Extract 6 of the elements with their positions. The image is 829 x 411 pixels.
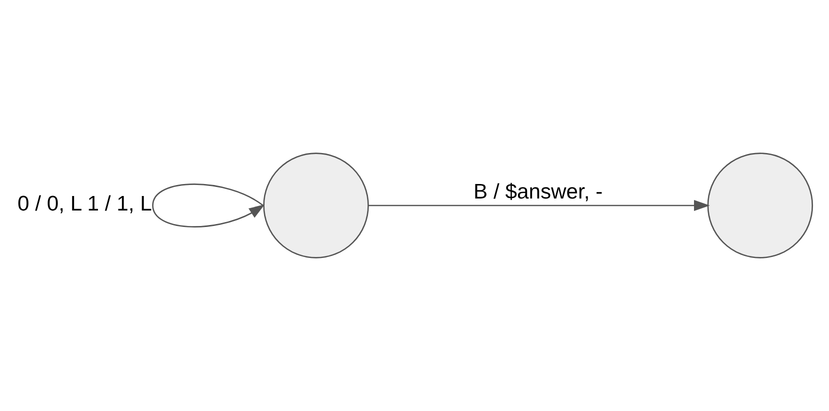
arrow (152, 184, 265, 228)
edge-label: 0 / 0, L 1 / 1, L (18, 192, 152, 216)
arrow (368, 200, 710, 212)
edge-label: B / $answer, - (474, 180, 603, 204)
node-circle (263, 152, 369, 258)
node-circle (707, 152, 814, 258)
